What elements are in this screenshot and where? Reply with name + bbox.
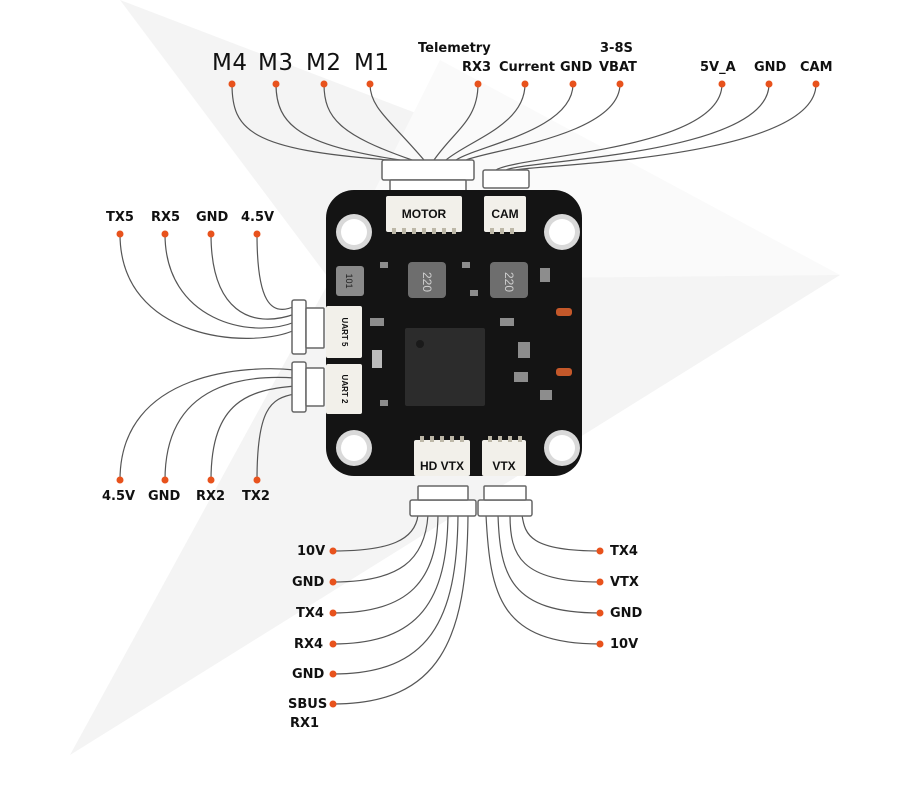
vtx-gnd-label: GND bbox=[610, 606, 643, 621]
motor-gnd-label: GND bbox=[560, 60, 593, 75]
uart5-label: UART 5 bbox=[340, 318, 349, 347]
motor-2-label: M2 bbox=[306, 50, 342, 76]
cam-5v-label: 5V_A bbox=[700, 60, 736, 75]
rx3-label: RX3 bbox=[462, 60, 492, 75]
uart2-gnd-label: GND bbox=[148, 489, 181, 504]
wires bbox=[119, 83, 817, 705]
vtx-signal-label: VTX bbox=[610, 575, 639, 590]
motor-3-label: M3 bbox=[258, 50, 294, 76]
hdvtx-gnd2-label: GND bbox=[292, 667, 325, 682]
motor-connector-label: MOTOR bbox=[402, 207, 447, 221]
vtx-tx4-label: TX4 bbox=[610, 544, 638, 559]
terminal-dots bbox=[116, 80, 820, 708]
vtx-10v-label: 10V bbox=[610, 637, 639, 652]
telemetry-label: Telemetry bbox=[418, 41, 491, 56]
inductor-1-label: 220 bbox=[420, 272, 434, 292]
flight-controller-board bbox=[326, 190, 582, 476]
cam-connector-label: CAM bbox=[491, 207, 518, 221]
cam-signal-label: CAM bbox=[800, 60, 833, 75]
uart5-gnd-label: GND bbox=[196, 210, 229, 225]
motor-1-label: M1 bbox=[354, 50, 390, 76]
uart2-label: UART 2 bbox=[340, 375, 349, 404]
uart2-4v5-label: 4.5V bbox=[102, 489, 136, 504]
cam-gnd-label: GND bbox=[754, 60, 787, 75]
hdvtx-sbus-label: SBUS bbox=[288, 697, 328, 712]
hdvtx-rx1-label: RX1 bbox=[290, 716, 320, 731]
uart5-4v5-label: 4.5V bbox=[241, 210, 275, 225]
uart5-rx-label: RX5 bbox=[151, 210, 181, 225]
uart2-tx-label: TX2 bbox=[242, 489, 270, 504]
inductor-2-label: 220 bbox=[502, 272, 516, 292]
current-label: Current bbox=[499, 60, 555, 75]
uart2-rx-label: RX2 bbox=[196, 489, 226, 504]
inductor-small-label: 101 bbox=[344, 273, 354, 288]
hdvtx-rx4-label: RX4 bbox=[294, 637, 324, 652]
vtx-connector-label: VTX bbox=[492, 459, 515, 473]
hdvtx-10v-label: 10V bbox=[297, 544, 326, 559]
mount-holes bbox=[336, 214, 580, 466]
hd-vtx-connector-label: HD VTX bbox=[420, 459, 464, 473]
vbat-label: VBAT bbox=[599, 60, 637, 75]
hdvtx-gnd-label: GND bbox=[292, 575, 325, 590]
motor-4-label: M4 bbox=[212, 50, 248, 76]
hdvtx-tx4-label: TX4 bbox=[296, 606, 324, 621]
uart5-tx-label: TX5 bbox=[106, 210, 134, 225]
plugs bbox=[291, 159, 533, 517]
vbat-range-label: 3-8S bbox=[600, 41, 633, 56]
